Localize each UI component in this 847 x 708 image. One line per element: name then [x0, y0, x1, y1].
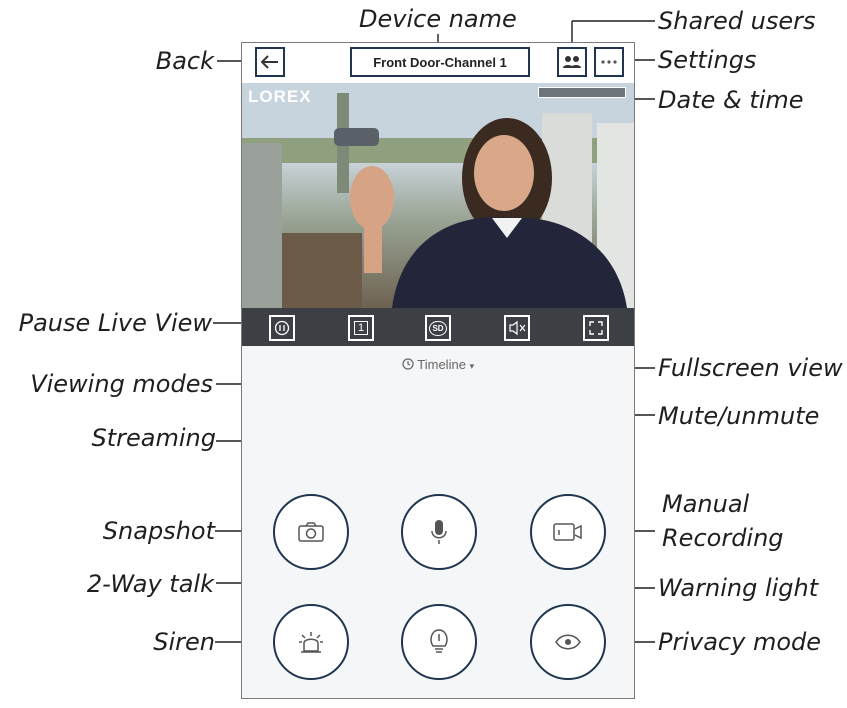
- mute-unmute-button[interactable]: [504, 315, 530, 341]
- viewing-modes-button[interactable]: 1: [348, 315, 374, 341]
- label-date-time: Date & time: [658, 86, 804, 114]
- microphone-icon: [431, 520, 447, 544]
- warning-light-icon: [430, 629, 448, 653]
- label-manual-recording-line2: Recording: [662, 524, 784, 552]
- shared-users-icon: [563, 56, 581, 68]
- eye-icon: [555, 634, 581, 650]
- two-way-talk-button[interactable]: [401, 494, 477, 570]
- label-siren: Siren: [153, 628, 215, 656]
- warning-light-button[interactable]: [401, 604, 477, 680]
- streaming-value: SD: [429, 320, 447, 336]
- siren-icon: [299, 632, 323, 653]
- fullscreen-icon: [589, 321, 603, 335]
- mute-icon: [509, 320, 526, 336]
- more-dots-icon: [601, 60, 617, 64]
- label-streaming: Streaming: [91, 424, 216, 452]
- streaming-button[interactable]: SD: [425, 315, 451, 341]
- lorex-logo: LOREX: [248, 87, 312, 106]
- label-mute-unmute: Mute/unmute: [658, 402, 820, 430]
- label-privacy-mode: Privacy mode: [658, 628, 822, 656]
- manual-recording-button[interactable]: [530, 494, 606, 570]
- timeline-selector[interactable]: Timeline ▾: [242, 357, 634, 372]
- date-time-stamp: [538, 87, 626, 98]
- label-manual-recording-line1: Manual: [662, 490, 750, 518]
- label-pause-live-view: Pause Live View: [18, 309, 212, 337]
- camera-icon: [298, 522, 324, 542]
- device-name-title[interactable]: Front Door-Channel 1: [350, 47, 530, 77]
- back-arrow-icon: [261, 55, 278, 69]
- camera-scene-image: [242, 83, 634, 308]
- chevron-down-icon: ▾: [469, 361, 475, 371]
- label-device-name: Device name: [359, 5, 517, 33]
- label-viewing-modes: Viewing modes: [30, 370, 213, 398]
- app-screen: Front Door-Channel 1: [241, 42, 635, 699]
- back-button[interactable]: [255, 47, 285, 77]
- label-snapshot: Snapshot: [102, 517, 215, 545]
- shared-users-button[interactable]: [557, 47, 587, 77]
- video-control-bar: 1 SD: [242, 308, 634, 346]
- privacy-mode-button[interactable]: [530, 604, 606, 680]
- settings-button[interactable]: [594, 47, 624, 77]
- label-settings: Settings: [658, 46, 757, 74]
- fullscreen-button[interactable]: [583, 315, 609, 341]
- label-shared-users: Shared users: [658, 7, 816, 35]
- video-record-icon: [553, 523, 582, 541]
- pause-icon: [274, 320, 290, 336]
- pause-live-view-button[interactable]: [269, 315, 295, 341]
- live-video[interactable]: LOREX: [242, 83, 634, 308]
- timeline-label: Timeline: [417, 357, 466, 372]
- label-two-way-talk: 2-Way talk: [86, 570, 214, 598]
- label-warning-light: Warning light: [658, 574, 819, 602]
- viewing-mode-value: 1: [353, 321, 369, 335]
- label-fullscreen-view: Fullscreen view: [658, 354, 843, 382]
- top-bar: Front Door-Channel 1: [242, 43, 634, 83]
- snapshot-button[interactable]: [273, 494, 349, 570]
- label-back: Back: [155, 47, 214, 75]
- clock-icon: [402, 358, 414, 370]
- siren-button[interactable]: [273, 604, 349, 680]
